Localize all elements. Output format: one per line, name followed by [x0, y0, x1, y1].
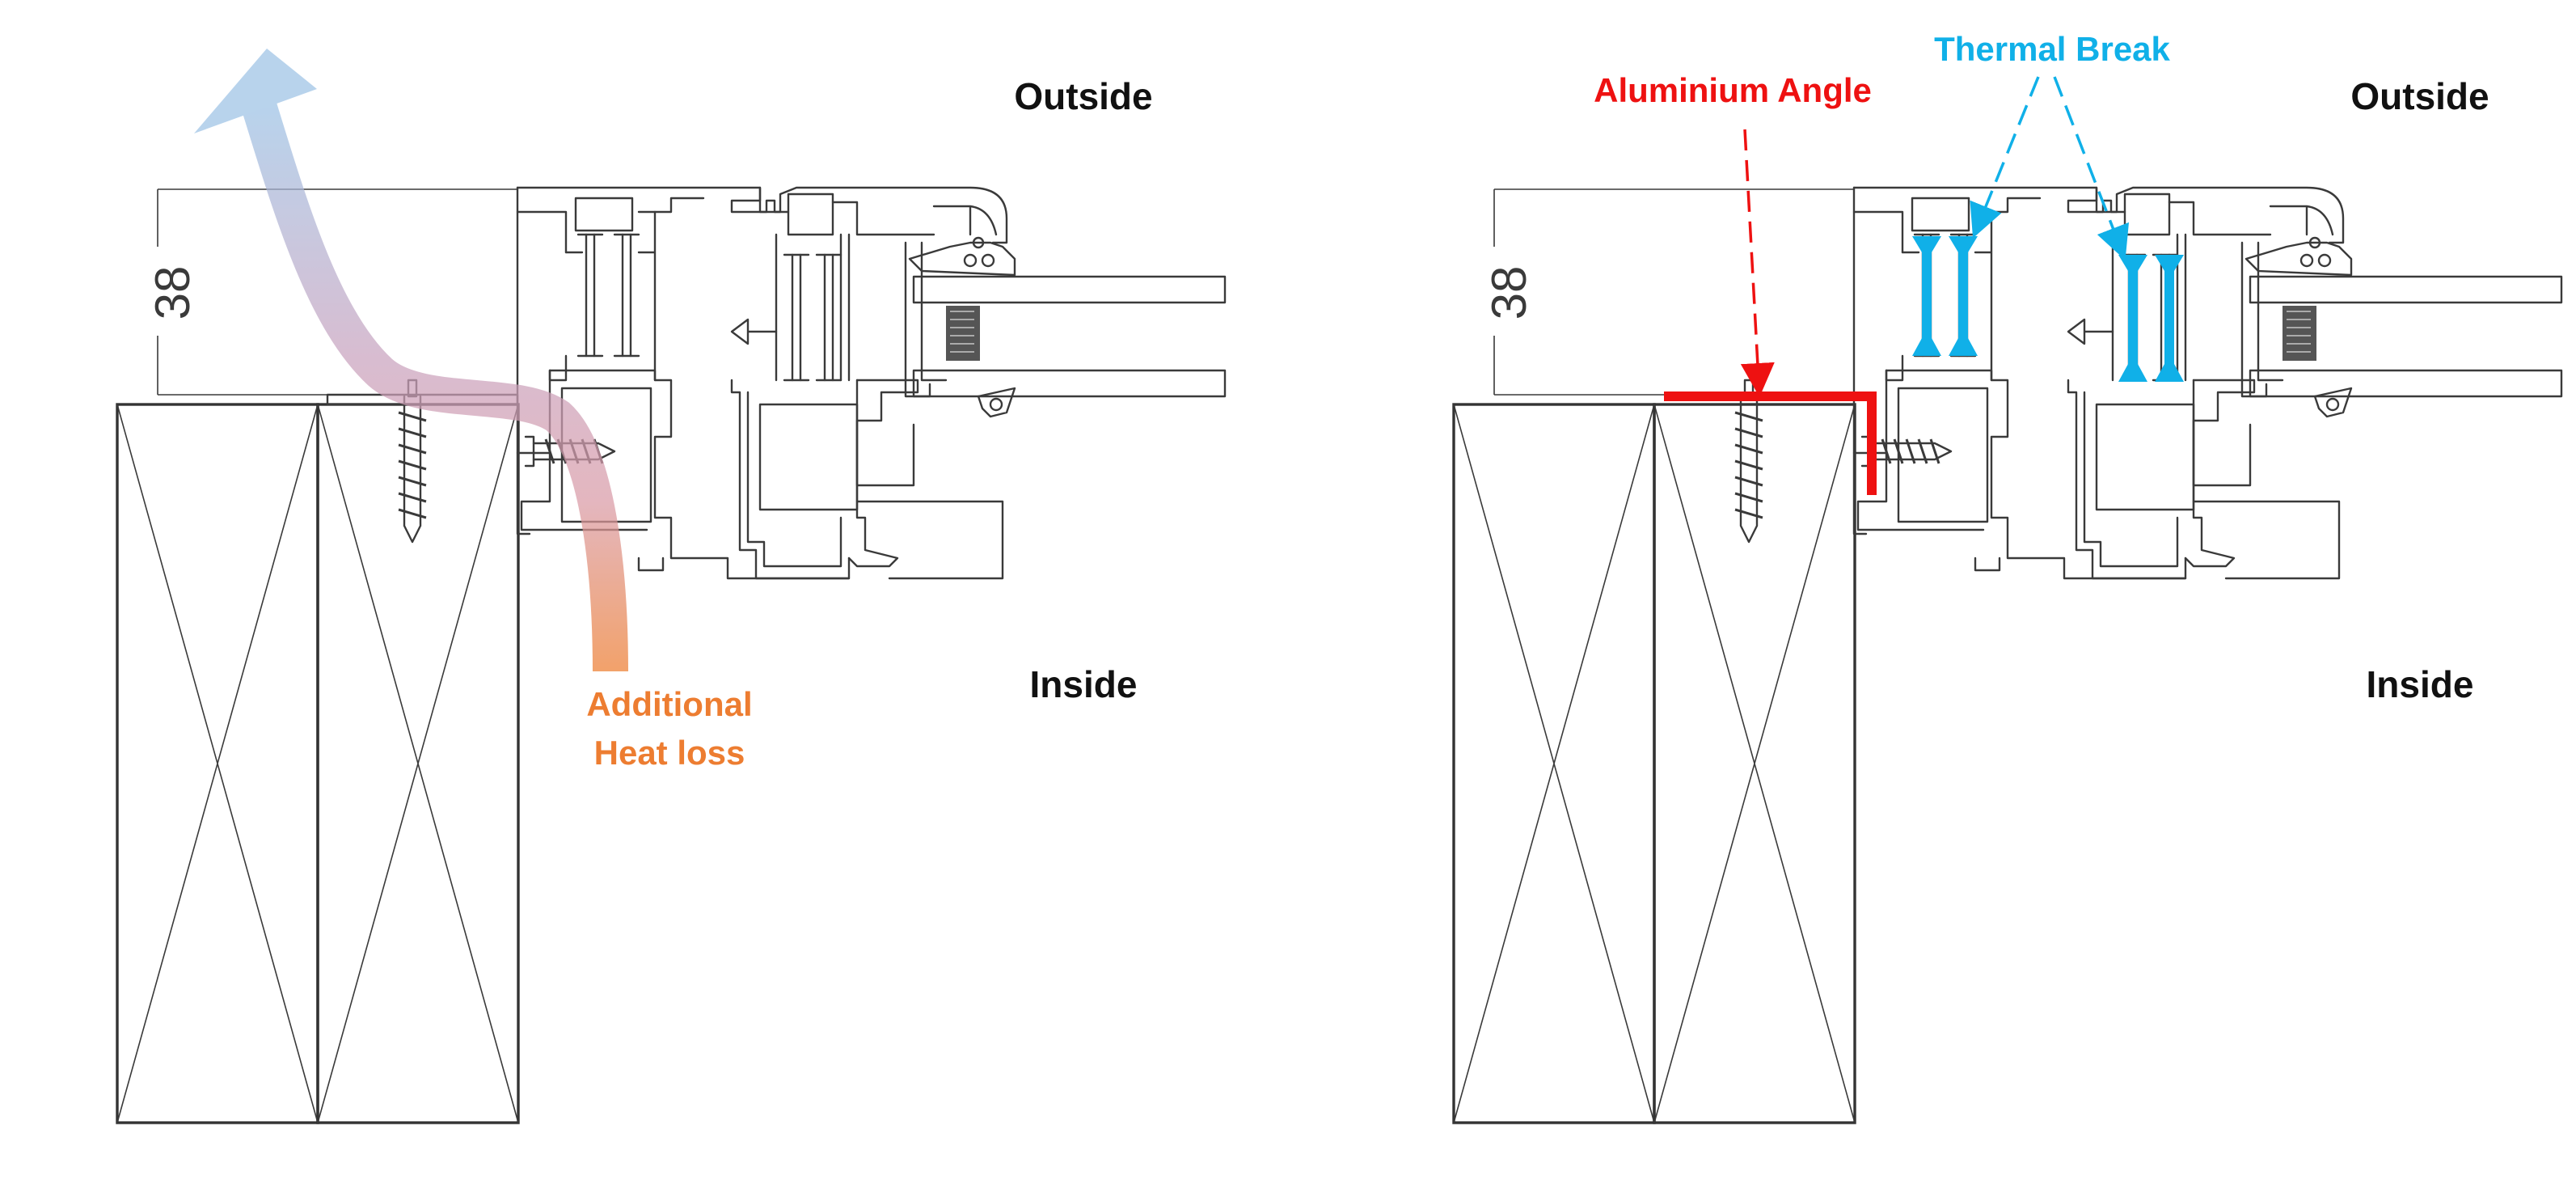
- thermal-break-pointer-left: [1970, 76, 2040, 239]
- heat-loss-arrow: [194, 49, 628, 672]
- thermal-break-pointer-right: [2053, 76, 2130, 260]
- aluminium-angle: [1664, 391, 1877, 495]
- inside-label-left: Inside: [1030, 663, 1138, 705]
- timber-subframe-left: [116, 393, 520, 1124]
- heat-loss-label-line1: Additional: [586, 685, 752, 723]
- left-panel: 38 Outside Inside Additional Heat loss: [116, 49, 1227, 1124]
- aluminium-profile-left: [516, 186, 1227, 580]
- aluminium-angle-pointer: [1740, 129, 1775, 397]
- inside-label-right: Inside: [2367, 663, 2474, 705]
- outside-label-left: Outside: [1014, 75, 1152, 117]
- thermal-break-bars-right: [2118, 255, 2184, 382]
- dimension-value-right: 38: [1482, 266, 1536, 320]
- right-panel: 38 Aluminium Angle Thermal Break Outside: [1452, 30, 2563, 1124]
- heat-loss-label-line2: Heat loss: [594, 734, 745, 772]
- timber-subframe-right: [1452, 403, 1856, 1124]
- dimension-value-left: 38: [146, 266, 200, 320]
- aluminium-angle-label: Aluminium Angle: [1594, 71, 1872, 109]
- outside-label-right: Outside: [2350, 75, 2489, 117]
- dimension-line-right: 38: [1482, 188, 1854, 396]
- thermal-break-bars-left: [1912, 236, 1978, 356]
- thermal-break-label: Thermal Break: [1934, 30, 2170, 68]
